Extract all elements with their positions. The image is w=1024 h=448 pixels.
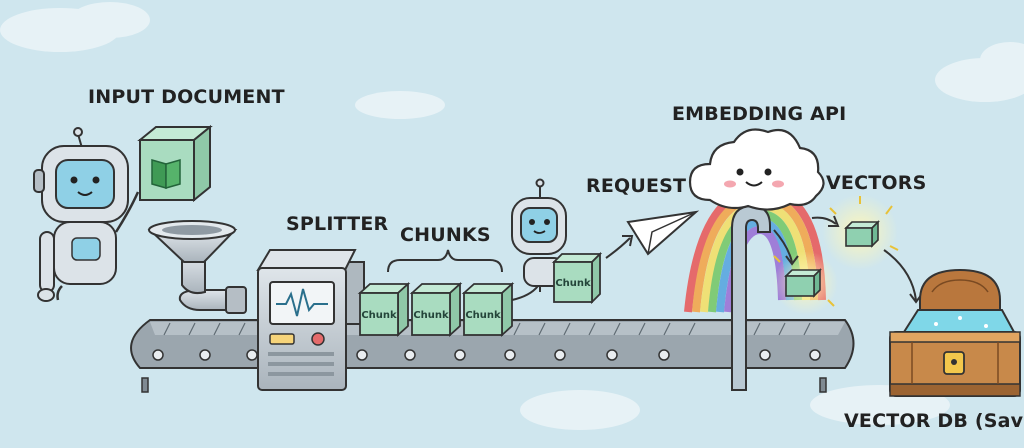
label-chunks: CHUNKS — [400, 224, 491, 246]
chunk-label: Chunk — [361, 310, 397, 321]
cloud-icon — [688, 128, 825, 211]
arrow-to-vectors — [811, 216, 837, 225]
robot-icon — [33, 127, 140, 302]
chunk-cube: Chunk — [461, 281, 515, 338]
arrow-to-plane — [605, 237, 631, 259]
chunk-cube: Chunk — [409, 281, 463, 338]
input-document-cube — [137, 124, 213, 203]
robot-chunk-label: Chunk — [555, 278, 591, 289]
label-input-document: INPUT DOCUMENT — [88, 86, 285, 108]
chunks-brace — [387, 249, 503, 273]
book-icon — [151, 159, 181, 189]
funnel-icon — [147, 220, 247, 314]
sparkle-lines — [773, 196, 899, 307]
treasure-chest-icon — [889, 268, 1021, 397]
vector-cube — [844, 220, 880, 248]
label-vector-db: VECTOR DB (Save) — [844, 410, 1024, 432]
label-vectors: VECTORS — [826, 172, 927, 194]
background-clouds — [0, 2, 1024, 430]
arrow-to-vector-2 — [773, 229, 793, 263]
label-request: REQUEST — [586, 175, 687, 197]
label-splitter: SPLITTER — [286, 213, 389, 235]
arrow-to-robot — [511, 285, 539, 301]
arrow-to-chest — [883, 249, 917, 301]
chunk-cube: Chunk — [357, 281, 411, 338]
chunk-label: Chunk — [465, 310, 501, 321]
robot-chunk-cube: Chunk — [551, 251, 603, 305]
splitter-machine — [256, 249, 365, 391]
chunk-label: Chunk — [413, 310, 449, 321]
waveform-icon — [276, 288, 328, 317]
label-embedding-api: EMBEDDING API — [672, 103, 847, 125]
vector-cube — [784, 268, 822, 298]
paper-plane-icon — [626, 210, 700, 256]
